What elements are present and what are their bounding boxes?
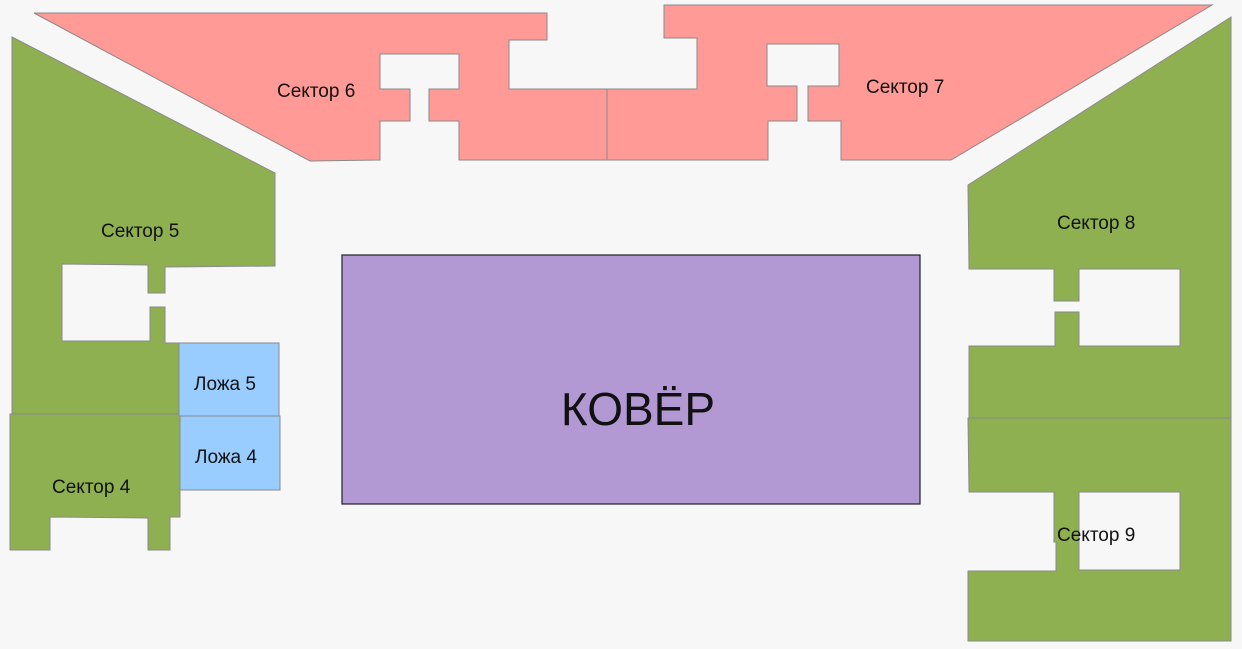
sector-9-label: Сектор 9 (1057, 525, 1135, 546)
box-5[interactable] (178, 342, 280, 417)
sector-4-label: Сектор 4 (52, 477, 131, 498)
sector-9[interactable] (967, 417, 1232, 642)
box-4[interactable] (179, 415, 281, 491)
sector-7[interactable] (606, 4, 1214, 161)
box-4-label: Ложа 4 (195, 447, 257, 468)
sector-6[interactable] (33, 12, 608, 162)
box-5-label: Ложа 5 (194, 374, 256, 395)
mat (341, 254, 921, 505)
mat-label: КОВЁР (561, 383, 715, 435)
sector-7-label: Сектор 7 (866, 77, 944, 98)
sector-8-label: Сектор 8 (1057, 213, 1135, 234)
sector-5-label: Сектор 5 (101, 221, 179, 242)
sector-6-label: Сектор 6 (277, 81, 355, 102)
